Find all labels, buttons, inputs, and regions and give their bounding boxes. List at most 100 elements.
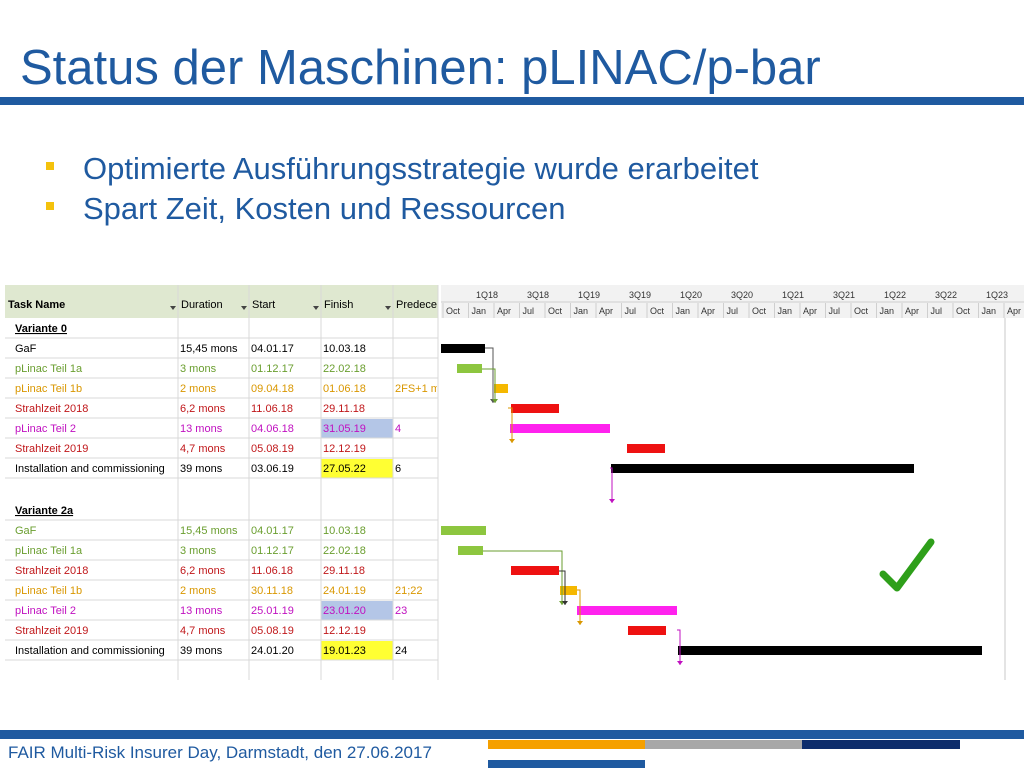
bullet-text: Optimierte Ausführungsstrategie wurde er…: [83, 151, 759, 186]
duration-cell: 13 mons: [180, 423, 223, 435]
finish-cell: 01.06.18: [323, 383, 366, 395]
dependency-connector: [485, 347, 494, 403]
duration-cell: 39 mons: [180, 463, 223, 475]
duration-cell: 6,2 mons: [180, 565, 226, 577]
bullet-square-icon: [46, 162, 54, 170]
bullet-list: Optimierte Ausführungsstrategie wurde er…: [46, 151, 758, 231]
duration-cell: 4,7 mons: [180, 625, 226, 637]
month-label: Jan: [472, 306, 487, 316]
bullet-item: Optimierte Ausführungsstrategie wurde er…: [46, 151, 758, 191]
filter-arrow-icon: [170, 306, 176, 310]
task-name-cell: pLinac Teil 1b: [15, 585, 82, 597]
month-label: Oct: [446, 306, 461, 316]
quarter-label: 1Q19: [578, 290, 600, 300]
month-label: Jul: [931, 306, 943, 316]
task-name-cell: Strahlzeit 2018: [15, 565, 88, 577]
start-cell: 24.01.20: [251, 645, 294, 657]
month-label: Jan: [574, 306, 589, 316]
dependency-arrow-icon: [492, 399, 498, 403]
quarter-label: 3Q18: [527, 290, 549, 300]
task-name-cell: pLinac Teil 1a: [15, 363, 83, 375]
finish-cell: 12.12.19: [323, 625, 366, 637]
task-name-cell: Strahlzeit 2019: [15, 443, 88, 455]
predecessors-header: Predeces: [396, 299, 443, 311]
task-name-cell: Installation and commissioning: [15, 645, 165, 657]
gantt-bar: [441, 526, 486, 535]
month-label: Apr: [599, 306, 613, 316]
start-cell: 01.12.17: [251, 545, 294, 557]
gantt-bar: [441, 344, 485, 353]
task-name-cell: Strahlzeit 2019: [15, 625, 88, 637]
dependency-arrow-icon: [509, 439, 515, 443]
task-name-cell: Installation and commissioning: [15, 463, 165, 475]
month-label: Jan: [676, 306, 691, 316]
duration-cell: 13 mons: [180, 605, 223, 617]
month-label: Apr: [803, 306, 817, 316]
duration-cell: 15,45 mons: [180, 343, 238, 355]
start-cell: 04.01.17: [251, 525, 294, 537]
month-label: Jul: [829, 306, 841, 316]
finish-highlight: [321, 601, 393, 620]
gantt-bar: [560, 586, 577, 595]
start-cell: 30.11.18: [251, 585, 293, 597]
task-name-header: Task Name: [8, 299, 65, 311]
start-cell: 01.12.17: [251, 363, 294, 375]
task-name-cell: pLinac Teil 1b: [15, 383, 82, 395]
footer-text: FAIR Multi-Risk Insurer Day, Darmstadt, …: [8, 743, 432, 762]
finish-cell: 23.01.20: [323, 605, 366, 617]
month-label: Oct: [548, 306, 563, 316]
month-label: Apr: [905, 306, 919, 316]
quarter-label: 1Q22: [884, 290, 906, 300]
dependency-connector: [482, 368, 496, 403]
gantt-bar: [627, 444, 665, 453]
bullet-square-icon: [46, 202, 54, 210]
month-label: Oct: [956, 306, 971, 316]
gantt-bar: [611, 464, 914, 473]
dependency-connector: [610, 467, 613, 503]
task-name-cell: pLinac Teil 2: [15, 605, 76, 617]
month-label: Jul: [625, 306, 637, 316]
month-label: Jan: [982, 306, 997, 316]
check-mark-icon: [879, 538, 935, 592]
bullet-text: Spart Zeit, Kosten und Ressourcen: [83, 191, 566, 226]
predecessor-cell: 24: [395, 645, 407, 657]
task-name-cell: GaF: [15, 525, 37, 537]
table-header-bg: [5, 285, 438, 318]
finish-highlight: [321, 459, 393, 478]
finish-cell: 29.11.18: [323, 565, 365, 577]
footer-accent-orange: [488, 740, 645, 749]
finish-cell: 22.02.18: [323, 545, 366, 557]
group-row-bg: [5, 318, 438, 338]
start-cell: 05.08.19: [251, 625, 294, 637]
finish-cell: 12.12.19: [323, 443, 366, 455]
title-divider: [0, 97, 1024, 105]
task-name-cell: GaF: [15, 343, 37, 355]
finish-cell: 24.01.19: [323, 585, 366, 597]
month-label: Oct: [752, 306, 767, 316]
quarter-label: 3Q20: [731, 290, 753, 300]
start-cell: 05.08.19: [251, 443, 294, 455]
dependency-arrow-icon: [577, 621, 583, 625]
bullet-item: Spart Zeit, Kosten und Ressourcen: [46, 191, 758, 231]
gantt-bar: [511, 566, 559, 575]
start-cell: 04.01.17: [251, 343, 294, 355]
finish-cell: 22.02.18: [323, 363, 366, 375]
start-cell: 09.04.18: [251, 383, 294, 395]
dependency-connector: [559, 570, 566, 605]
gantt-bar: [628, 626, 666, 635]
month-label: Apr: [497, 306, 511, 316]
month-label: Jan: [880, 306, 895, 316]
dependency-connector: [677, 629, 681, 665]
finish-cell: 27.05.22: [323, 463, 366, 475]
quarter-label: 1Q20: [680, 290, 702, 300]
month-label: Jul: [523, 306, 535, 316]
task-name-cell: pLinac Teil 1a: [15, 545, 83, 557]
dependency-connector: [508, 407, 513, 443]
group-row-bg: [5, 500, 438, 520]
finish-highlight: [321, 641, 393, 660]
finish-cell: 31.05.19: [323, 423, 366, 435]
task-name-cell: Strahlzeit 2018: [15, 403, 88, 415]
quarter-label: 1Q23: [986, 290, 1008, 300]
duration-header: Duration: [181, 299, 223, 311]
